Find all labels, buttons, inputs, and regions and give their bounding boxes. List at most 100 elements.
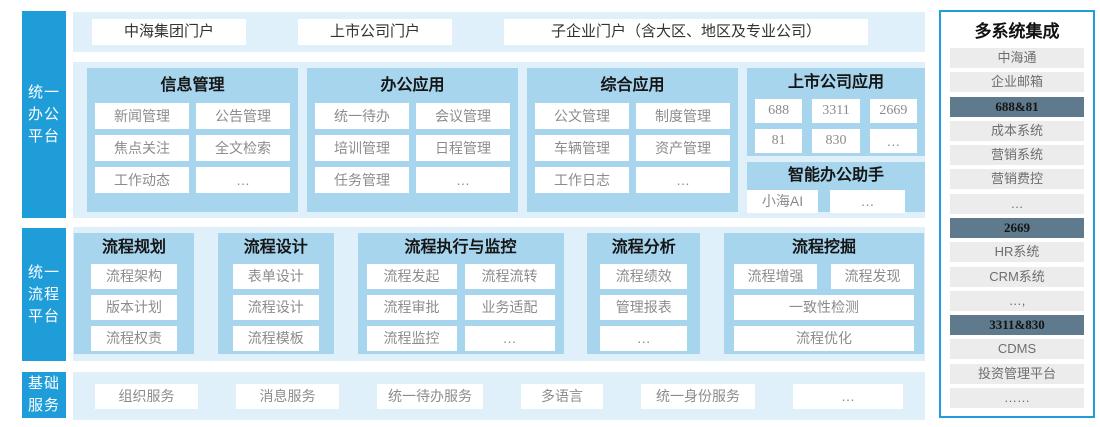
service-chip-more: … (793, 383, 903, 409)
panel-title: 流程执行与监控 (404, 239, 517, 256)
panel-general-apps: 综合应用 公文管理 制度管理 车辆管理 资产管理 工作日志 … (527, 68, 738, 212)
sidebar-item-more: …, (950, 290, 1084, 311)
panel-process-analysis: 流程分析 流程绩效 管理报表 … (587, 233, 701, 354)
service-chip-message: 消息服务 (236, 383, 339, 409)
chip: 流程发现 (831, 264, 914, 289)
service-chip-unified-identity: 统一身份服务 (641, 383, 755, 409)
panel-title: 流程挖掘 (791, 239, 856, 256)
chip: 688 (755, 99, 803, 123)
service-chip-multilingual: 多语言 (521, 383, 603, 409)
chip: 流程发起 (366, 264, 457, 289)
chip: 830 (812, 129, 860, 153)
chip: 流程设计 (232, 295, 319, 320)
chip: 焦点关注 (95, 135, 189, 161)
chip-xiaohai-ai: 小海AI (747, 190, 818, 213)
chip-grid: 新闻管理 公告管理 焦点关注 全文检索 工作动态 … (95, 103, 290, 193)
sidebar-item: 中海通 (950, 48, 1084, 68)
chip: 车辆管理 (535, 135, 629, 161)
rail-unified-office-platform: 统一办公平台 (22, 11, 66, 218)
chip-more: … (869, 129, 917, 153)
chip: 日程管理 (416, 135, 510, 161)
chip: 81 (755, 129, 803, 153)
sidebar-item: 营销系统 (950, 145, 1084, 166)
chip: 流程权责 (91, 326, 177, 351)
chip-grid: 表单设计 流程设计 流程模板 (218, 264, 334, 351)
chip-row: 小海AI … (747, 190, 925, 213)
chip: 任务管理 (315, 167, 409, 193)
chip: 工作日志 (535, 167, 629, 193)
chip: 会议管理 (416, 103, 510, 129)
panel-title: 智能办公助手 (787, 167, 884, 184)
chip: 管理报表 (600, 295, 688, 320)
chip-grid: 统一待办 会议管理 培训管理 日程管理 任务管理 … (315, 103, 510, 193)
chip: 表单设计 (232, 264, 319, 289)
chip: 公文管理 (535, 103, 629, 129)
chip: 统一待办 (315, 103, 409, 129)
sidebar-item-highlight: 2669 (950, 217, 1084, 238)
panel-title: 流程设计 (243, 239, 308, 256)
panel-listed-company-apps: 上市公司应用 688 3311 2669 81 830 … (747, 68, 925, 156)
panel-title: 上市公司应用 (787, 74, 884, 91)
rail-unified-process-platform: 统一流程平台 (22, 228, 66, 361)
sidebar-item: 投资管理平台 (950, 363, 1084, 384)
portal-chip-subsidiary: 子企业门户（含大区、地区及专业公司） (504, 19, 868, 45)
chip: 业务适配 (464, 295, 555, 320)
chip-more: … (464, 326, 555, 351)
sidebar-item: CRM系统 (950, 266, 1084, 287)
portal-chip-group: 中海集团门户 (92, 19, 246, 45)
chip: 制度管理 (636, 103, 730, 129)
office-platform-band: 信息管理 新闻管理 公告管理 焦点关注 全文检索 工作动态 … 办公应用 统一待… (73, 62, 925, 218)
sidebar-item: 成本系统 (950, 120, 1084, 141)
chip: 培训管理 (315, 135, 409, 161)
panel-title: 综合应用 (600, 77, 665, 94)
panel-office-apps: 办公应用 统一待办 会议管理 培训管理 日程管理 任务管理 … (307, 68, 518, 212)
chip: 流程优化 (734, 326, 914, 351)
chip-grid: 流程增强 流程发现 一致性检测 流程优化 (724, 264, 924, 351)
chip: 资产管理 (636, 135, 730, 161)
chip: 流程模板 (232, 326, 319, 351)
panel-title: 信息管理 (160, 77, 225, 94)
chip: 流程架构 (91, 264, 177, 289)
chip: 2669 (869, 99, 917, 123)
chip: 一致性检测 (734, 295, 914, 320)
chip-grid: 流程绩效 管理报表 … (587, 264, 700, 351)
base-services-band: 组织服务 消息服务 统一待办服务 多语言 统一身份服务 … (73, 372, 925, 420)
portal-bar: 中海集团门户 上市公司门户 子企业门户（含大区、地区及专业公司） (73, 12, 925, 52)
chip-grid: 流程架构 版本计划 流程权责 (74, 264, 194, 351)
panel-process-execution-monitoring: 流程执行与监控 流程发起 流程流转 流程审批 业务适配 流程监控 … (357, 233, 564, 354)
panel-process-planning: 流程规划 流程架构 版本计划 流程权责 (74, 233, 194, 354)
rail-label: 统一办公平台 (28, 83, 61, 145)
sidebar-item-more: …… (950, 387, 1084, 408)
chip: 全文检索 (196, 135, 290, 161)
panel-title: 流程规划 (101, 239, 166, 256)
integration-sidebar: 多系统集成 中海通 企业邮箱 688&81 成本系统 营销系统 营销费控 … 2… (939, 10, 1095, 418)
chip: 流程增强 (734, 264, 817, 289)
chip: 版本计划 (91, 295, 177, 320)
chip: 工作动态 (95, 167, 189, 193)
sidebar-item: 企业邮箱 (950, 72, 1084, 93)
panel-title: 流程分析 (611, 239, 676, 256)
chip: 流程绩效 (600, 264, 688, 289)
rail-label: 基础服务 (28, 375, 61, 414)
chip: 3311 (812, 99, 860, 123)
chip-grid: 公文管理 制度管理 车辆管理 资产管理 工作日志 … (535, 103, 730, 193)
panel-title: 办公应用 (380, 77, 445, 94)
sidebar-item-list: 中海通 企业邮箱 688&81 成本系统 营销系统 营销费控 … 2669 HR… (950, 48, 1084, 408)
chip: 流程监控 (366, 326, 457, 351)
chip: 流程审批 (366, 295, 457, 320)
chip-grid: 688 3311 2669 81 830 … (755, 99, 917, 153)
office-right-column: 上市公司应用 688 3311 2669 81 830 … 智能办公助手 小海A… (747, 68, 925, 213)
sidebar-item-highlight: 3311&830 (950, 315, 1084, 336)
sidebar-item: 营销费控 (950, 169, 1084, 190)
sidebar-item-highlight: 688&81 (950, 96, 1084, 117)
chip-grid: 流程发起 流程流转 流程审批 业务适配 流程监控 … (358, 264, 564, 351)
panel-process-design: 流程设计 表单设计 流程设计 流程模板 (217, 233, 334, 354)
process-platform-band: 流程规划 流程架构 版本计划 流程权责 流程设计 表单设计 流程设计 流程模板 … (73, 227, 925, 361)
panel-process-mining: 流程挖掘 流程增强 流程发现 一致性检测 流程优化 (724, 233, 924, 354)
service-chip-organization: 组织服务 (95, 383, 198, 409)
sidebar-item: HR系统 (950, 242, 1084, 263)
chip-more: … (416, 167, 510, 193)
chip: 公告管理 (196, 103, 290, 129)
chip-more: … (196, 167, 290, 193)
